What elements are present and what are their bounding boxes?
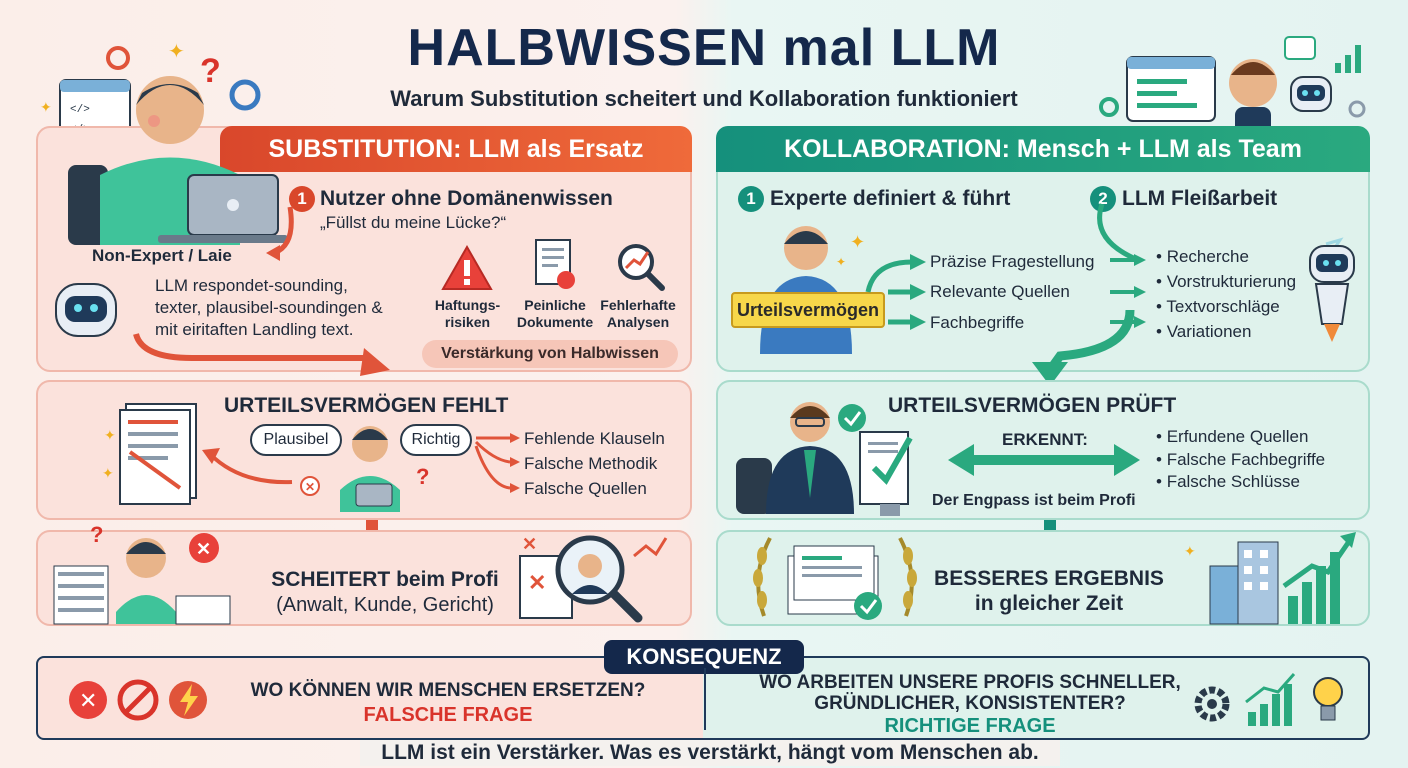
step-1-quote: „Füllst du meine Lücke?“ xyxy=(320,213,507,232)
detected-issue: Erfundene Quellen xyxy=(1156,427,1309,447)
question-mark-icon: ? xyxy=(200,52,221,90)
llm-task-item: Textvorschläge xyxy=(1156,297,1279,317)
bottleneck-note: Der Engpass ist beim Profi xyxy=(932,492,1136,509)
risk-liability-line-1: Haftungs- xyxy=(434,297,501,313)
svg-text:✦: ✦ xyxy=(168,41,185,63)
svg-text:</>: </> xyxy=(70,104,90,116)
reviewer-illustration xyxy=(736,402,913,516)
expert-output-arrows xyxy=(865,254,926,330)
gear-chart-bulb-icons xyxy=(1194,673,1343,726)
laurel-documents-icon xyxy=(753,537,917,620)
svg-text:✦: ✦ xyxy=(1184,543,1196,559)
llm-task-item: Vorstrukturierung xyxy=(1156,272,1296,292)
expert-step-title: Experte definiert & führt xyxy=(770,187,1011,210)
bubble-correct: Richtig xyxy=(400,424,472,456)
collaboration-banner: KOLLABORATION: Mensch + LLM als Team xyxy=(716,126,1370,172)
svg-text:✦: ✦ xyxy=(836,255,846,269)
expert-output-item: Fachbegriffe xyxy=(930,313,1025,332)
right-question-line-2: GRÜNDLICHER, KONSISTENTER? xyxy=(814,693,1126,714)
right-question-line-1: WO ARBEITEN UNSERE PROFIS SCHNELLER, xyxy=(759,672,1181,693)
curved-arrow-icon xyxy=(266,206,294,261)
failure-title: SCHEITERT beim Profi xyxy=(271,568,499,591)
step-1-badge: 1 xyxy=(289,186,315,212)
llm-step-title: LLM Fleißarbeit xyxy=(1122,187,1278,210)
bubble-plausible: Plausibel xyxy=(250,424,342,456)
page-title: HALBWISSEN mal LLM xyxy=(407,19,1001,77)
magnifier-chart-icon xyxy=(618,244,665,291)
non-expert-label: Non-Expert / Laie xyxy=(92,246,232,265)
confused-person-illustration: ✕ ? xyxy=(202,426,429,512)
llm-description-line-2: texter, plausibel-soundingen & xyxy=(155,298,383,317)
prohibition-icons: ✕ xyxy=(69,679,207,721)
detected-issue: Falsche Fachbegriffe xyxy=(1156,450,1325,470)
risk-documents: Peinliche Dokumente xyxy=(510,297,600,331)
magnifier-inspection-icon: ✕ ✕ xyxy=(519,534,668,623)
chat-icon xyxy=(1284,36,1316,60)
expert-output-item: Relevante Quellen xyxy=(930,282,1070,301)
detected-issue: Falsche Schlüsse xyxy=(1156,472,1300,492)
svg-text:✕: ✕ xyxy=(79,689,97,714)
step-1-title: Nutzer ohne Domänenwissen xyxy=(320,187,613,210)
consequence-divider xyxy=(704,668,706,730)
handover-arrows xyxy=(1032,203,1146,386)
judgement-checks-title: URTEILSVERMÖGEN PRÜFT xyxy=(888,394,1177,417)
risk-documents-line-2: Dokumente xyxy=(516,314,594,330)
svg-text:✦: ✦ xyxy=(104,427,116,443)
llm-description-line-3: mit eiritaften Landling text. xyxy=(155,320,354,339)
judgement-banner: Urteilsvermögen xyxy=(731,292,885,328)
error-fan-arrows xyxy=(474,433,520,493)
footer-message: LLM ist ein Verstärker. Was es verstärkt… xyxy=(360,740,1060,766)
svg-text:✕: ✕ xyxy=(305,480,315,494)
robot-icon xyxy=(55,283,117,337)
gear-icon xyxy=(1194,686,1230,722)
error-item: Falsche Quellen xyxy=(524,479,647,498)
step-1-badge: 1 xyxy=(738,186,764,212)
result-subtitle: in gleicher Zeit xyxy=(974,592,1124,615)
failure-subtitle: (Anwalt, Kunde, Gericht) xyxy=(276,594,494,616)
gear-icon xyxy=(1099,97,1119,117)
stressed-person-illustration: ? ✕ xyxy=(53,522,231,625)
svg-text:✦: ✦ xyxy=(40,99,52,115)
risk-analyses-line-1: Fehlerhafte xyxy=(600,297,676,313)
right-question-tag: RICHTIGE FRAGE xyxy=(884,715,1056,737)
page-subtitle: Warum Substitution scheitert und Kollabo… xyxy=(390,86,1018,111)
growth-city-icon: ✦ xyxy=(1184,532,1356,625)
result-title: BESSERES ERGEBNIS xyxy=(934,567,1164,590)
wrong-question-tag: FALSCHE FRAGE xyxy=(363,704,533,726)
svg-text:✦: ✦ xyxy=(102,465,114,481)
error-item: Fehlende Klauseln xyxy=(524,429,665,448)
gear-icon xyxy=(106,46,130,70)
non-expert-illustration xyxy=(68,76,288,245)
missing-judgement-title: URTEILSVERMÖGEN FEHLT xyxy=(224,394,509,417)
expert-output-item: Präzise Fragestellung xyxy=(930,252,1095,271)
substitution-banner: SUBSTITUTION: LLM als Ersatz xyxy=(220,126,692,172)
svg-text:✕: ✕ xyxy=(528,570,546,595)
svg-text:✕: ✕ xyxy=(522,534,537,554)
detects-label: ERKENNT: xyxy=(1002,430,1088,449)
double-arrow-icon xyxy=(948,444,1140,476)
rocket-robot-icon xyxy=(1309,237,1355,342)
svg-text:?: ? xyxy=(90,522,103,547)
risk-documents-line-1: Peinliche xyxy=(524,297,586,313)
amplification-pill: Verstärkung von Halbwissen xyxy=(422,340,678,368)
crossed-document-icon: ✦ ✦ xyxy=(102,403,197,505)
document-icon xyxy=(535,239,575,289)
warning-icon xyxy=(441,244,493,290)
lightbulb-icon xyxy=(1313,677,1343,707)
risk-analyses: Fehlerhafte Analysen xyxy=(598,297,678,331)
llm-description-line-1: LLM respondet-sounding, xyxy=(155,276,348,295)
wrong-question: WO KÖNNEN WIR MENSCHEN ERSETZEN? xyxy=(250,680,646,701)
svg-text:✦: ✦ xyxy=(850,232,865,252)
error-icon xyxy=(189,533,219,563)
risk-liability-line-2: risiken xyxy=(444,314,491,330)
error-item: Falsche Methodik xyxy=(524,454,658,473)
llm-task-item: Recherche xyxy=(1156,247,1249,267)
risk-liability: Haftungs- risiken xyxy=(425,297,510,331)
risk-analyses-line-2: Analysen xyxy=(606,314,670,330)
svg-text:✕: ✕ xyxy=(196,539,211,559)
flow-arrow-icon xyxy=(133,332,390,376)
svg-text:?: ? xyxy=(416,464,429,489)
right-header-illustration xyxy=(1099,36,1366,135)
llm-task-item: Variationen xyxy=(1156,322,1252,342)
